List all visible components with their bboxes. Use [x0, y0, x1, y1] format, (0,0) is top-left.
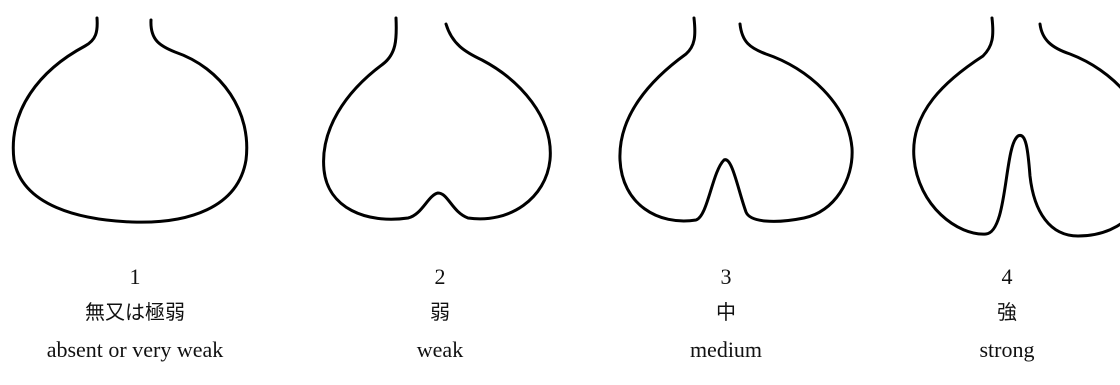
level-number: 2 [310, 262, 570, 292]
shape-2-weak [300, 0, 570, 250]
shape-4-strong [900, 0, 1120, 250]
caption-4: 4 強 strong [877, 262, 1120, 368]
level-number: 1 [5, 262, 265, 292]
shape-3-medium [600, 0, 870, 250]
level-label-jp: 強 [877, 292, 1120, 332]
caption-2: 2 弱 weak [310, 262, 570, 368]
level-label-jp: 弱 [310, 292, 570, 332]
level-label-en: absent or very weak [5, 332, 265, 368]
level-label-jp: 中 [596, 292, 856, 332]
shape-1-absent [0, 0, 270, 250]
caption-1: 1 無又は極弱 absent or very weak [5, 262, 265, 368]
level-number: 4 [877, 262, 1120, 292]
level-label-en: weak [310, 332, 570, 368]
level-label-jp: 無又は極弱 [5, 292, 265, 332]
level-label-en: medium [596, 332, 856, 368]
level-label-en: strong [877, 332, 1120, 368]
level-number: 3 [596, 262, 856, 292]
caption-3: 3 中 medium [596, 262, 856, 368]
